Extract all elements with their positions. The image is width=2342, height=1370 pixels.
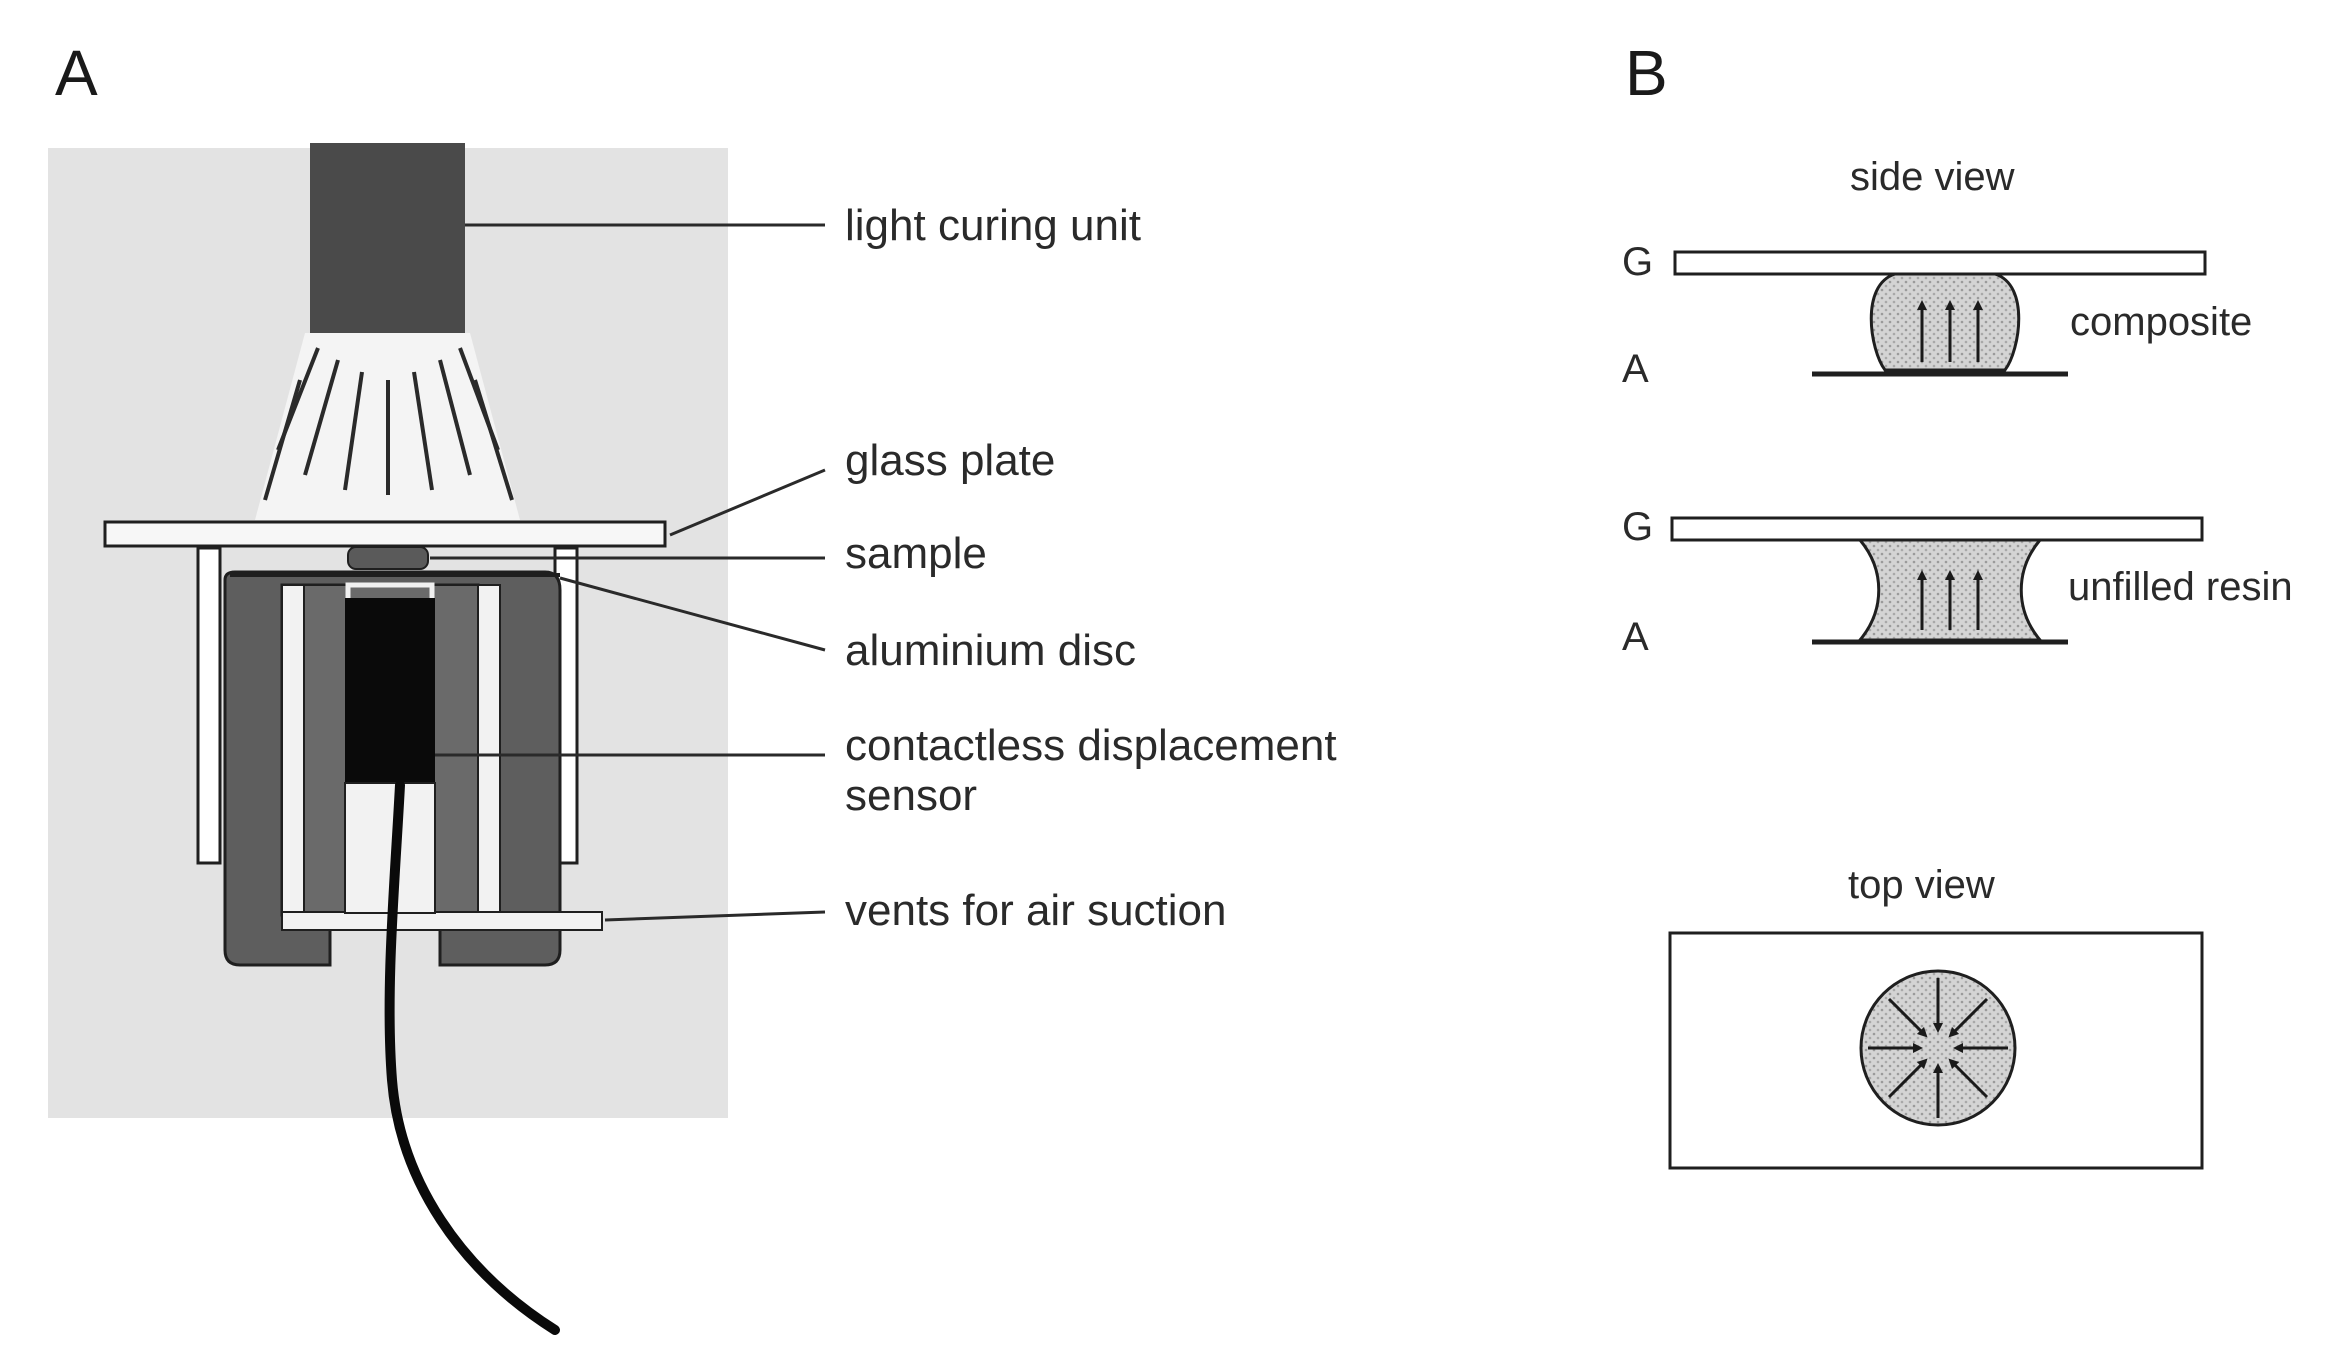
label-vents: vents for air suction	[845, 886, 1227, 935]
displacement-sensor	[345, 598, 435, 783]
leader-lines	[430, 223, 826, 922]
sample	[347, 546, 429, 570]
side-view-title: side view	[1850, 155, 2015, 199]
left-post	[196, 546, 222, 865]
unfilled-aluminium-letter: A	[1622, 615, 1649, 659]
composite-glass-letter: G	[1622, 240, 1653, 284]
label-glass-plate: glass plate	[845, 436, 1055, 485]
sensor-bracket	[345, 582, 435, 600]
leader-vents	[604, 910, 826, 922]
label-sensor-line1: contactless displacement	[845, 721, 1337, 770]
unfilled-glass-plate	[1670, 516, 2204, 542]
top-view-title: top view	[1848, 863, 1995, 907]
vents-channel	[281, 911, 603, 931]
label-aluminium-disc: aluminium disc	[845, 626, 1136, 675]
unfilled-arrows	[1917, 570, 1983, 630]
composite-label: composite	[2070, 300, 2252, 344]
panel-b-letter: B	[1625, 37, 1668, 109]
unfilled-group: G A unfilled resin	[1622, 505, 2293, 659]
label-light-curing-unit: light curing unit	[845, 201, 1141, 250]
label-sensor-line2: sensor	[845, 771, 977, 820]
panel-b-diagram: side view G A composite G A	[1622, 155, 2293, 1170]
left-inner-channel	[281, 584, 305, 926]
composite-group: G A composite	[1622, 240, 2252, 391]
top-view-group	[1668, 931, 2204, 1170]
composite-arrows	[1917, 300, 1983, 362]
sensor-cable	[384, 780, 560, 1335]
top-view-arrows	[1868, 978, 2008, 1118]
panel-a-diagram: light curing unit glass plate sample alu…	[48, 143, 1337, 1335]
unfilled-glass-letter: G	[1622, 505, 1653, 549]
leader-aluminium-disc	[559, 576, 826, 652]
light-rays	[263, 347, 514, 501]
composite-aluminium-letter: A	[1622, 347, 1649, 391]
glass-plate	[103, 520, 667, 548]
light-curing-unit	[310, 143, 465, 333]
panel-a-letter: A	[55, 37, 98, 109]
composite-glass-plate	[1673, 250, 2207, 276]
composite-sample	[1869, 272, 2021, 372]
unfilled-label: unfilled resin	[2068, 565, 2293, 609]
label-sample: sample	[845, 529, 987, 578]
leader-glass-plate	[669, 468, 826, 537]
